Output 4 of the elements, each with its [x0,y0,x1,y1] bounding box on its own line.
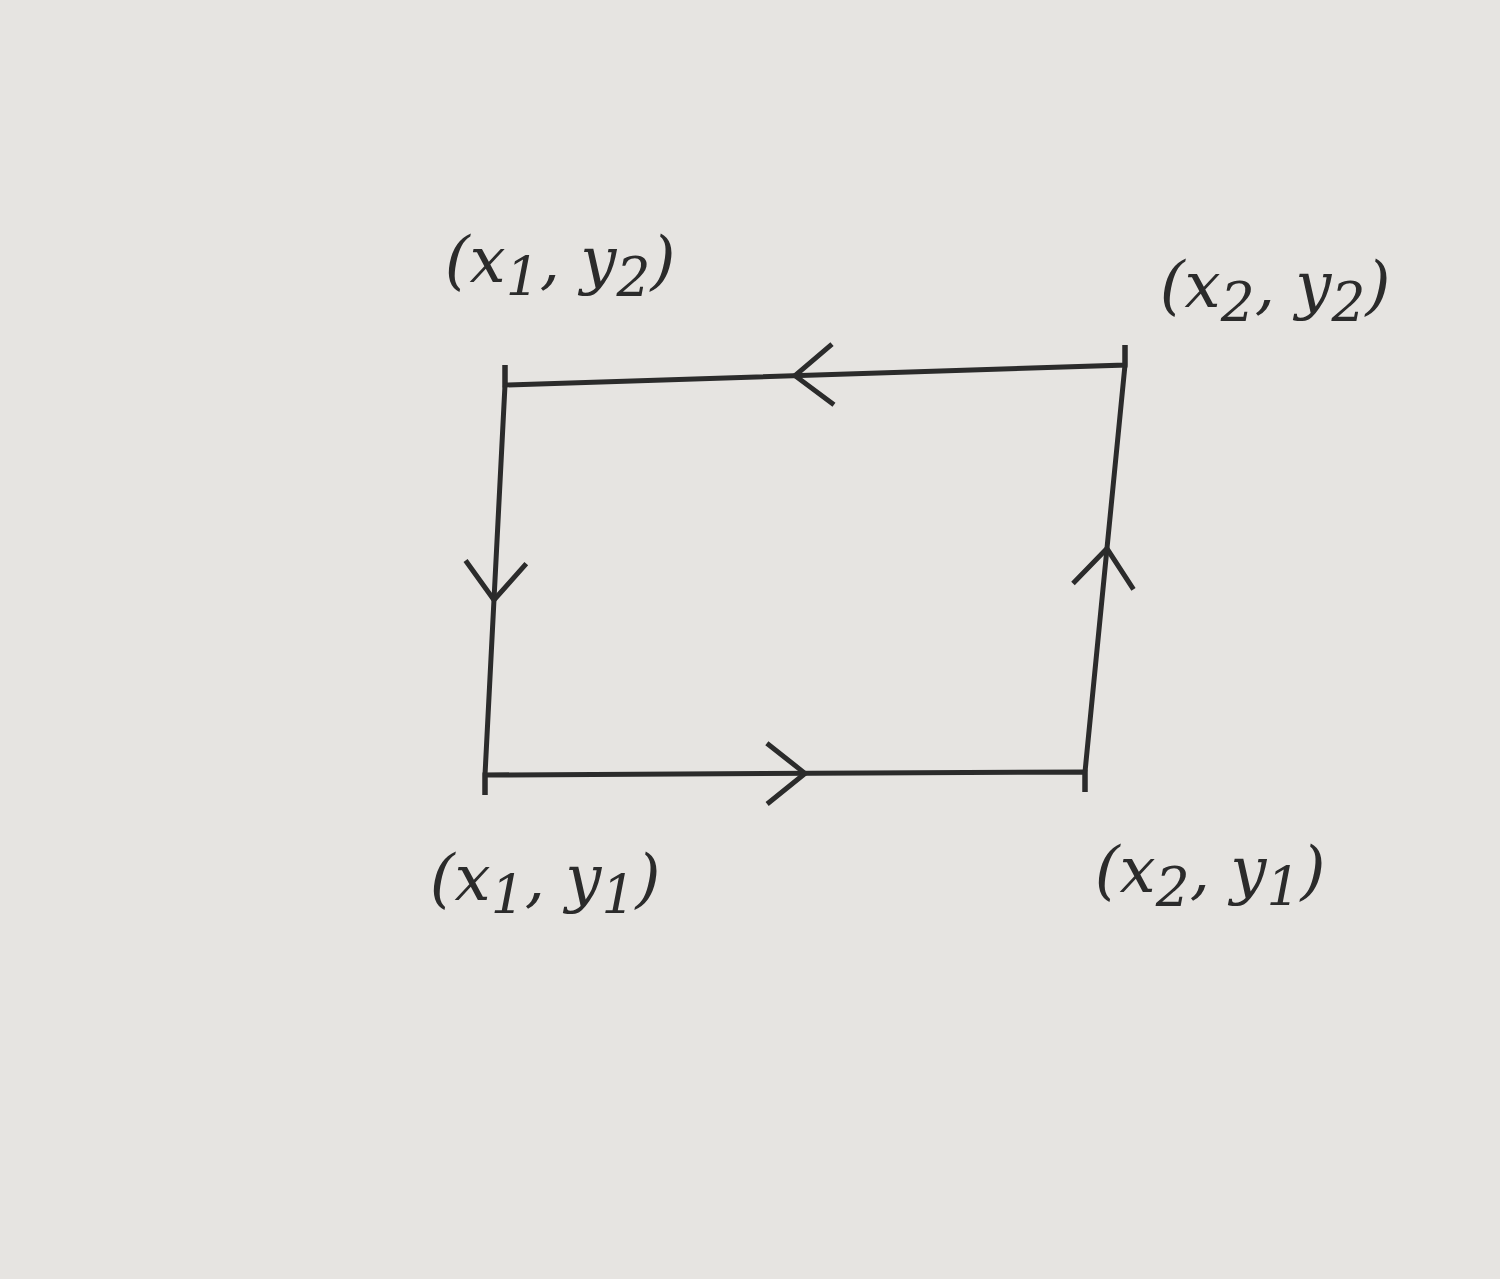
coordinate-label: (x$_{2}$, y$_{1}$) [1094,834,1326,917]
coordinate-label: (x$_{2}$, y$_{2}$) [1159,250,1391,333]
coordinate-label: (x$_{1}$, y$_{2}$) [444,225,676,308]
coordinate-label: (x$_{1}$, y$_{1}$) [429,842,661,925]
